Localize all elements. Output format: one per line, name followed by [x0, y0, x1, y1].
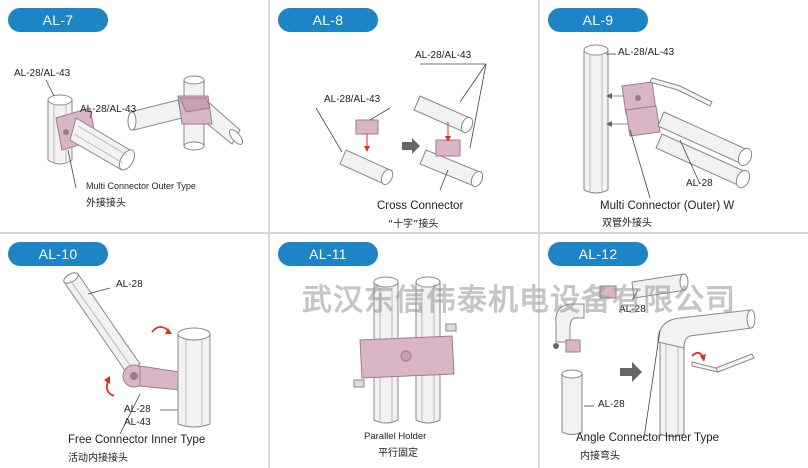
panel-al-9: AL-9 AL-28/AL-43 AL-28 Multi Connector (…: [540, 0, 808, 234]
badge: AL-12: [548, 242, 648, 266]
caption-en: Free Connector Inner Type: [68, 434, 206, 446]
part-label: AL-28: [598, 399, 625, 410]
caption-en: Cross Connector: [377, 200, 464, 212]
panel-al-12: AL-12 AL-28 AL-28 Angle Connector Inner …: [540, 234, 808, 468]
badge: AL-7: [8, 8, 108, 32]
part-label: AL-28: [124, 404, 151, 415]
badge: AL-8: [278, 8, 378, 32]
caption-cn: 活动内接接头: [68, 453, 128, 464]
badge: AL-10: [8, 242, 108, 266]
panel-al-7: AL-7 AL-28/AL-43 AL-28/AL-43 Multi Conne…: [0, 0, 268, 234]
caption-cn: 内接弯头: [580, 451, 620, 462]
part-label: AL-28/AL-43: [14, 68, 71, 79]
part-label: AL-28/AL-43: [415, 50, 472, 61]
caption-en: Multi Connector (Outer) W: [600, 200, 735, 212]
badge: AL-9: [548, 8, 648, 32]
al-8-illustration: [315, 63, 487, 191]
al-12-illustration: [553, 273, 756, 439]
divider-vertical: [268, 0, 270, 468]
panel-al-10: AL-10 AL-28 AL-28 AL-43 Free Connector I…: [0, 234, 268, 468]
caption-en: Multi Connector Outer Type: [86, 181, 196, 191]
part-label: AL-28/AL-43: [324, 94, 381, 105]
badge: AL-11: [278, 242, 378, 266]
caption-cn: 平行固定: [378, 448, 418, 459]
al-10-illustration: [63, 272, 211, 435]
panel-al-11: AL-11 Parallel Holder 平行固定: [270, 234, 538, 468]
panel-al-8: AL-8 AL-28/AL-43 AL-28/AL-43 Cross Conne…: [270, 0, 538, 234]
part-label: AL-28/AL-43: [80, 104, 137, 115]
al-9-illustration: [583, 44, 753, 199]
caption-cn: 双管外接头: [602, 218, 652, 229]
part-label: AL-43: [124, 417, 151, 428]
caption-en: Angle Connector Inner Type: [576, 432, 719, 444]
al-7-illustration: [45, 75, 244, 189]
al-11-illustration: [353, 276, 457, 424]
divider-vertical: [538, 0, 540, 468]
part-label: AL-28: [686, 178, 713, 189]
part-label: AL-28: [116, 279, 143, 290]
caption-en: Parallel Holder: [364, 431, 427, 442]
divider-horizontal: [0, 232, 808, 234]
part-label: AL-28/AL-43: [618, 47, 675, 58]
caption-cn: 外接接头: [86, 198, 126, 209]
caption-cn: “十字”接头: [388, 219, 439, 230]
part-label: AL-28: [619, 304, 646, 315]
